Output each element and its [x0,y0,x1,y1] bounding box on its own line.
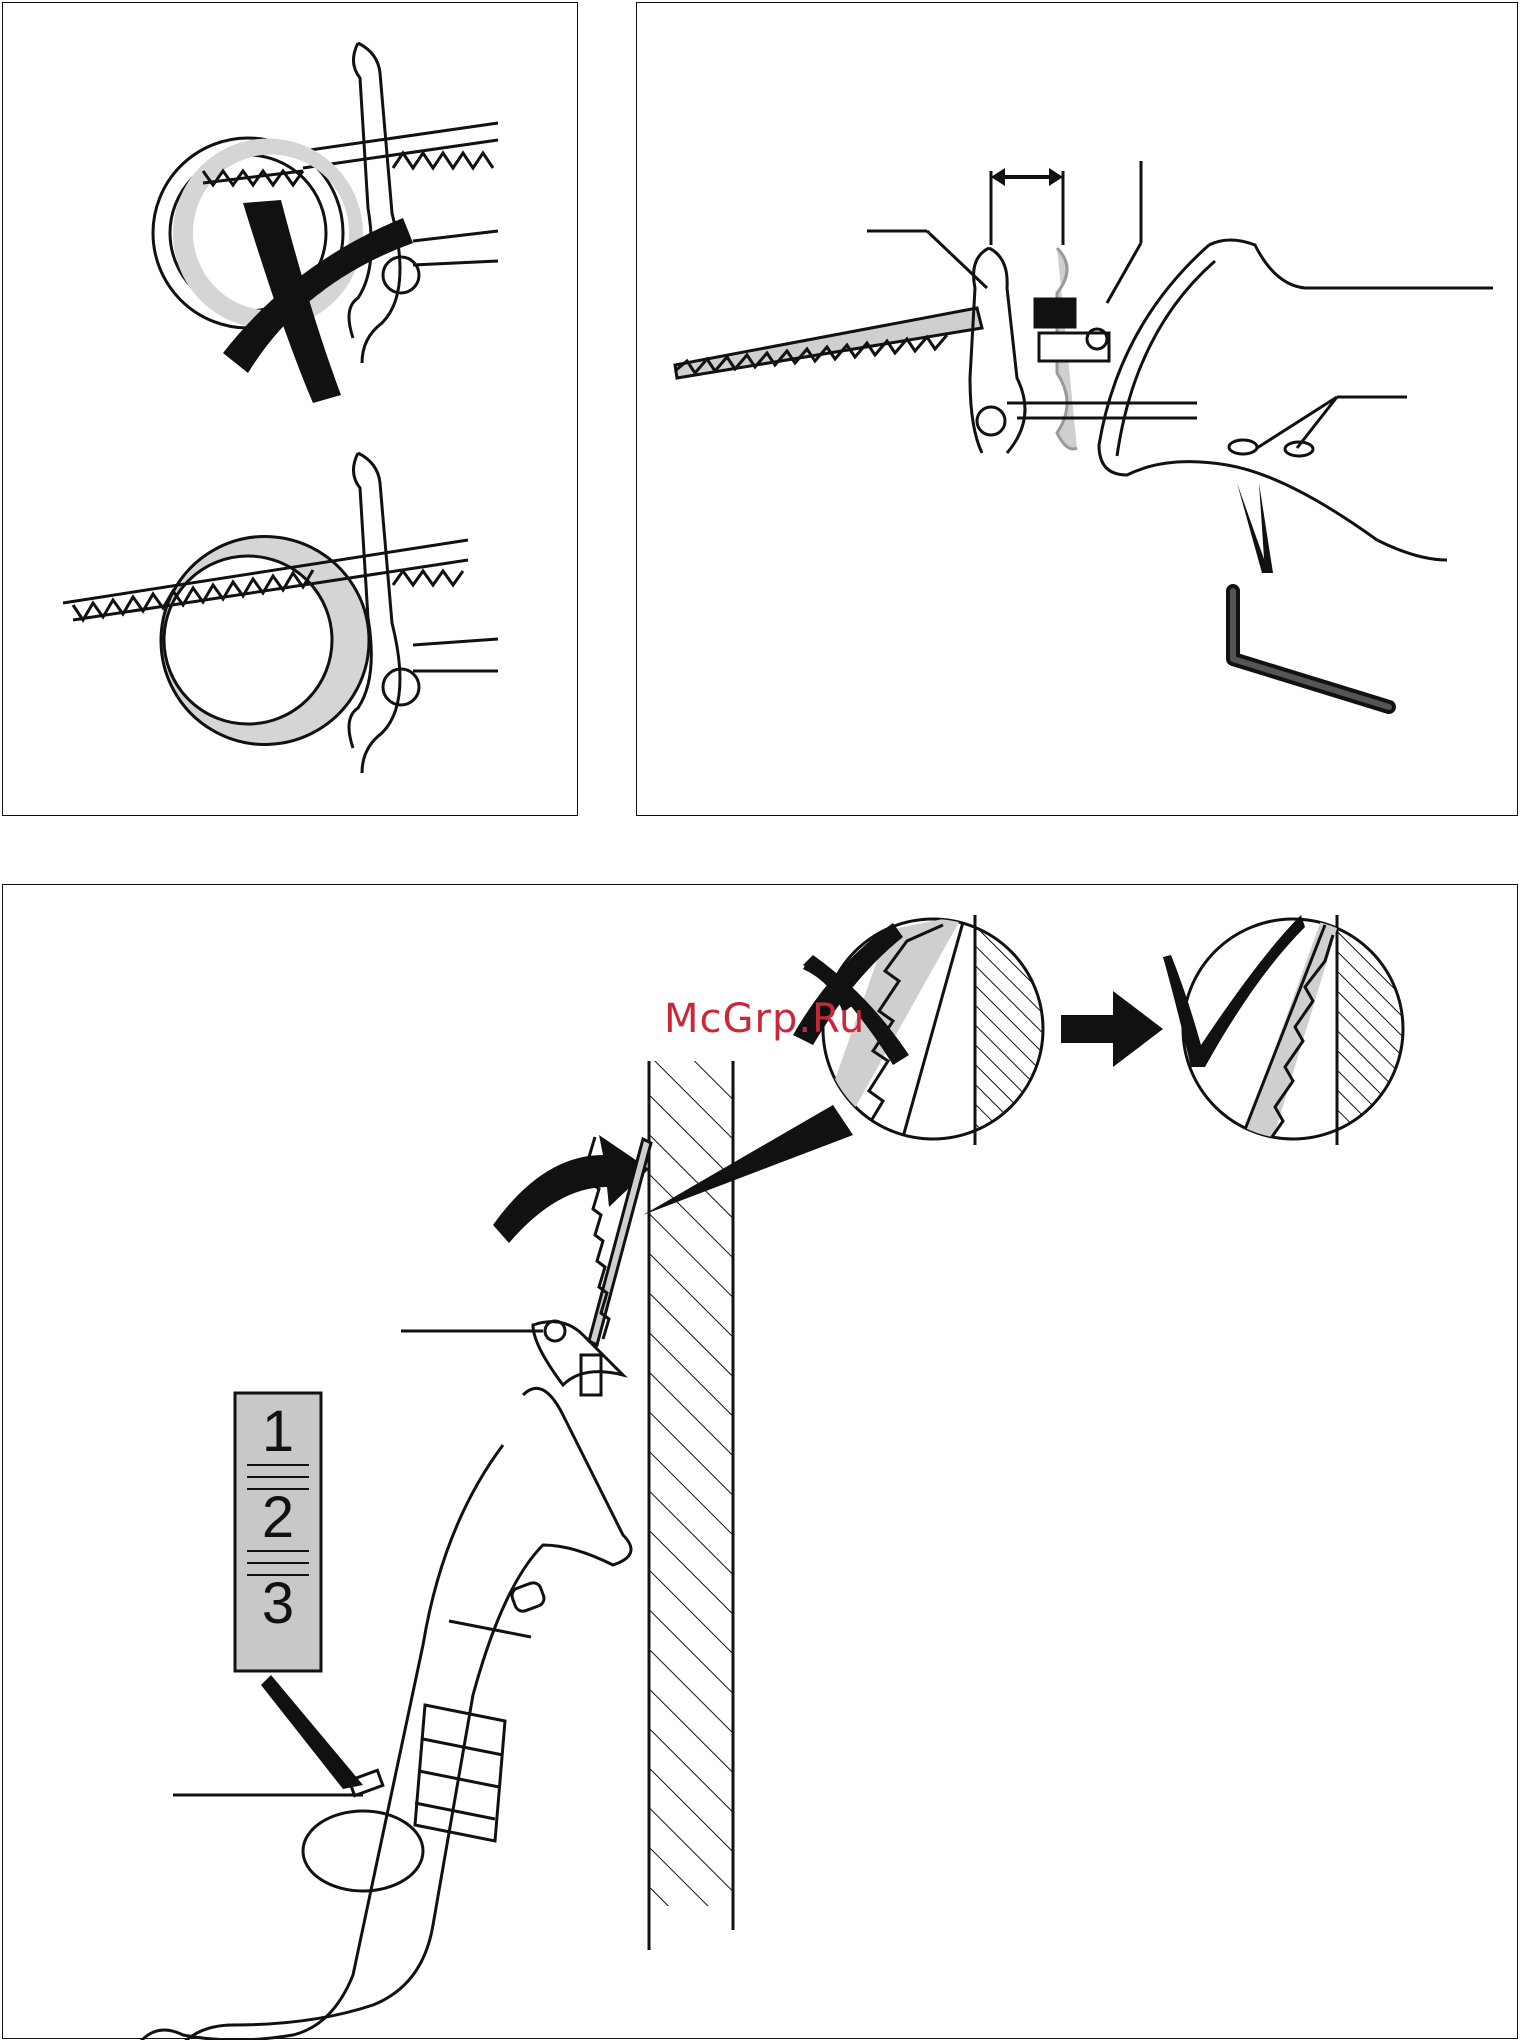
blade-clamp-mechanism [970,248,1197,453]
stroke-width-arrow-icon [991,168,1063,186]
hex-key-icon [1233,483,1389,707]
correct-orientation-figure [63,453,498,773]
plunge-cutting-drawing: 1 2 3 [3,885,1519,2040]
selector-pointer [261,1675,363,1789]
speed-selector-dial: 1 2 3 [235,1393,321,1671]
speed-setting-3: 3 [262,1571,294,1636]
speed-setting-2: 2 [262,1485,294,1550]
speed-setting-1: 1 [262,1399,294,1464]
saw-body-front [1099,240,1493,560]
blade-orientation-drawing [3,3,579,817]
wrong-orientation-figure [153,43,498,363]
panel-plunge-cutting: 1 2 3 [2,884,1518,2039]
reciprocating-saw [73,1137,651,2040]
saw-blade [675,308,982,378]
panel-blade-clamp [636,2,1518,816]
right-arrow-icon [1061,991,1163,1067]
panel-blade-orientation [2,2,578,816]
watermark-text: McGrp.Ru [664,996,865,1042]
blade-clamp-drawing [637,3,1519,817]
